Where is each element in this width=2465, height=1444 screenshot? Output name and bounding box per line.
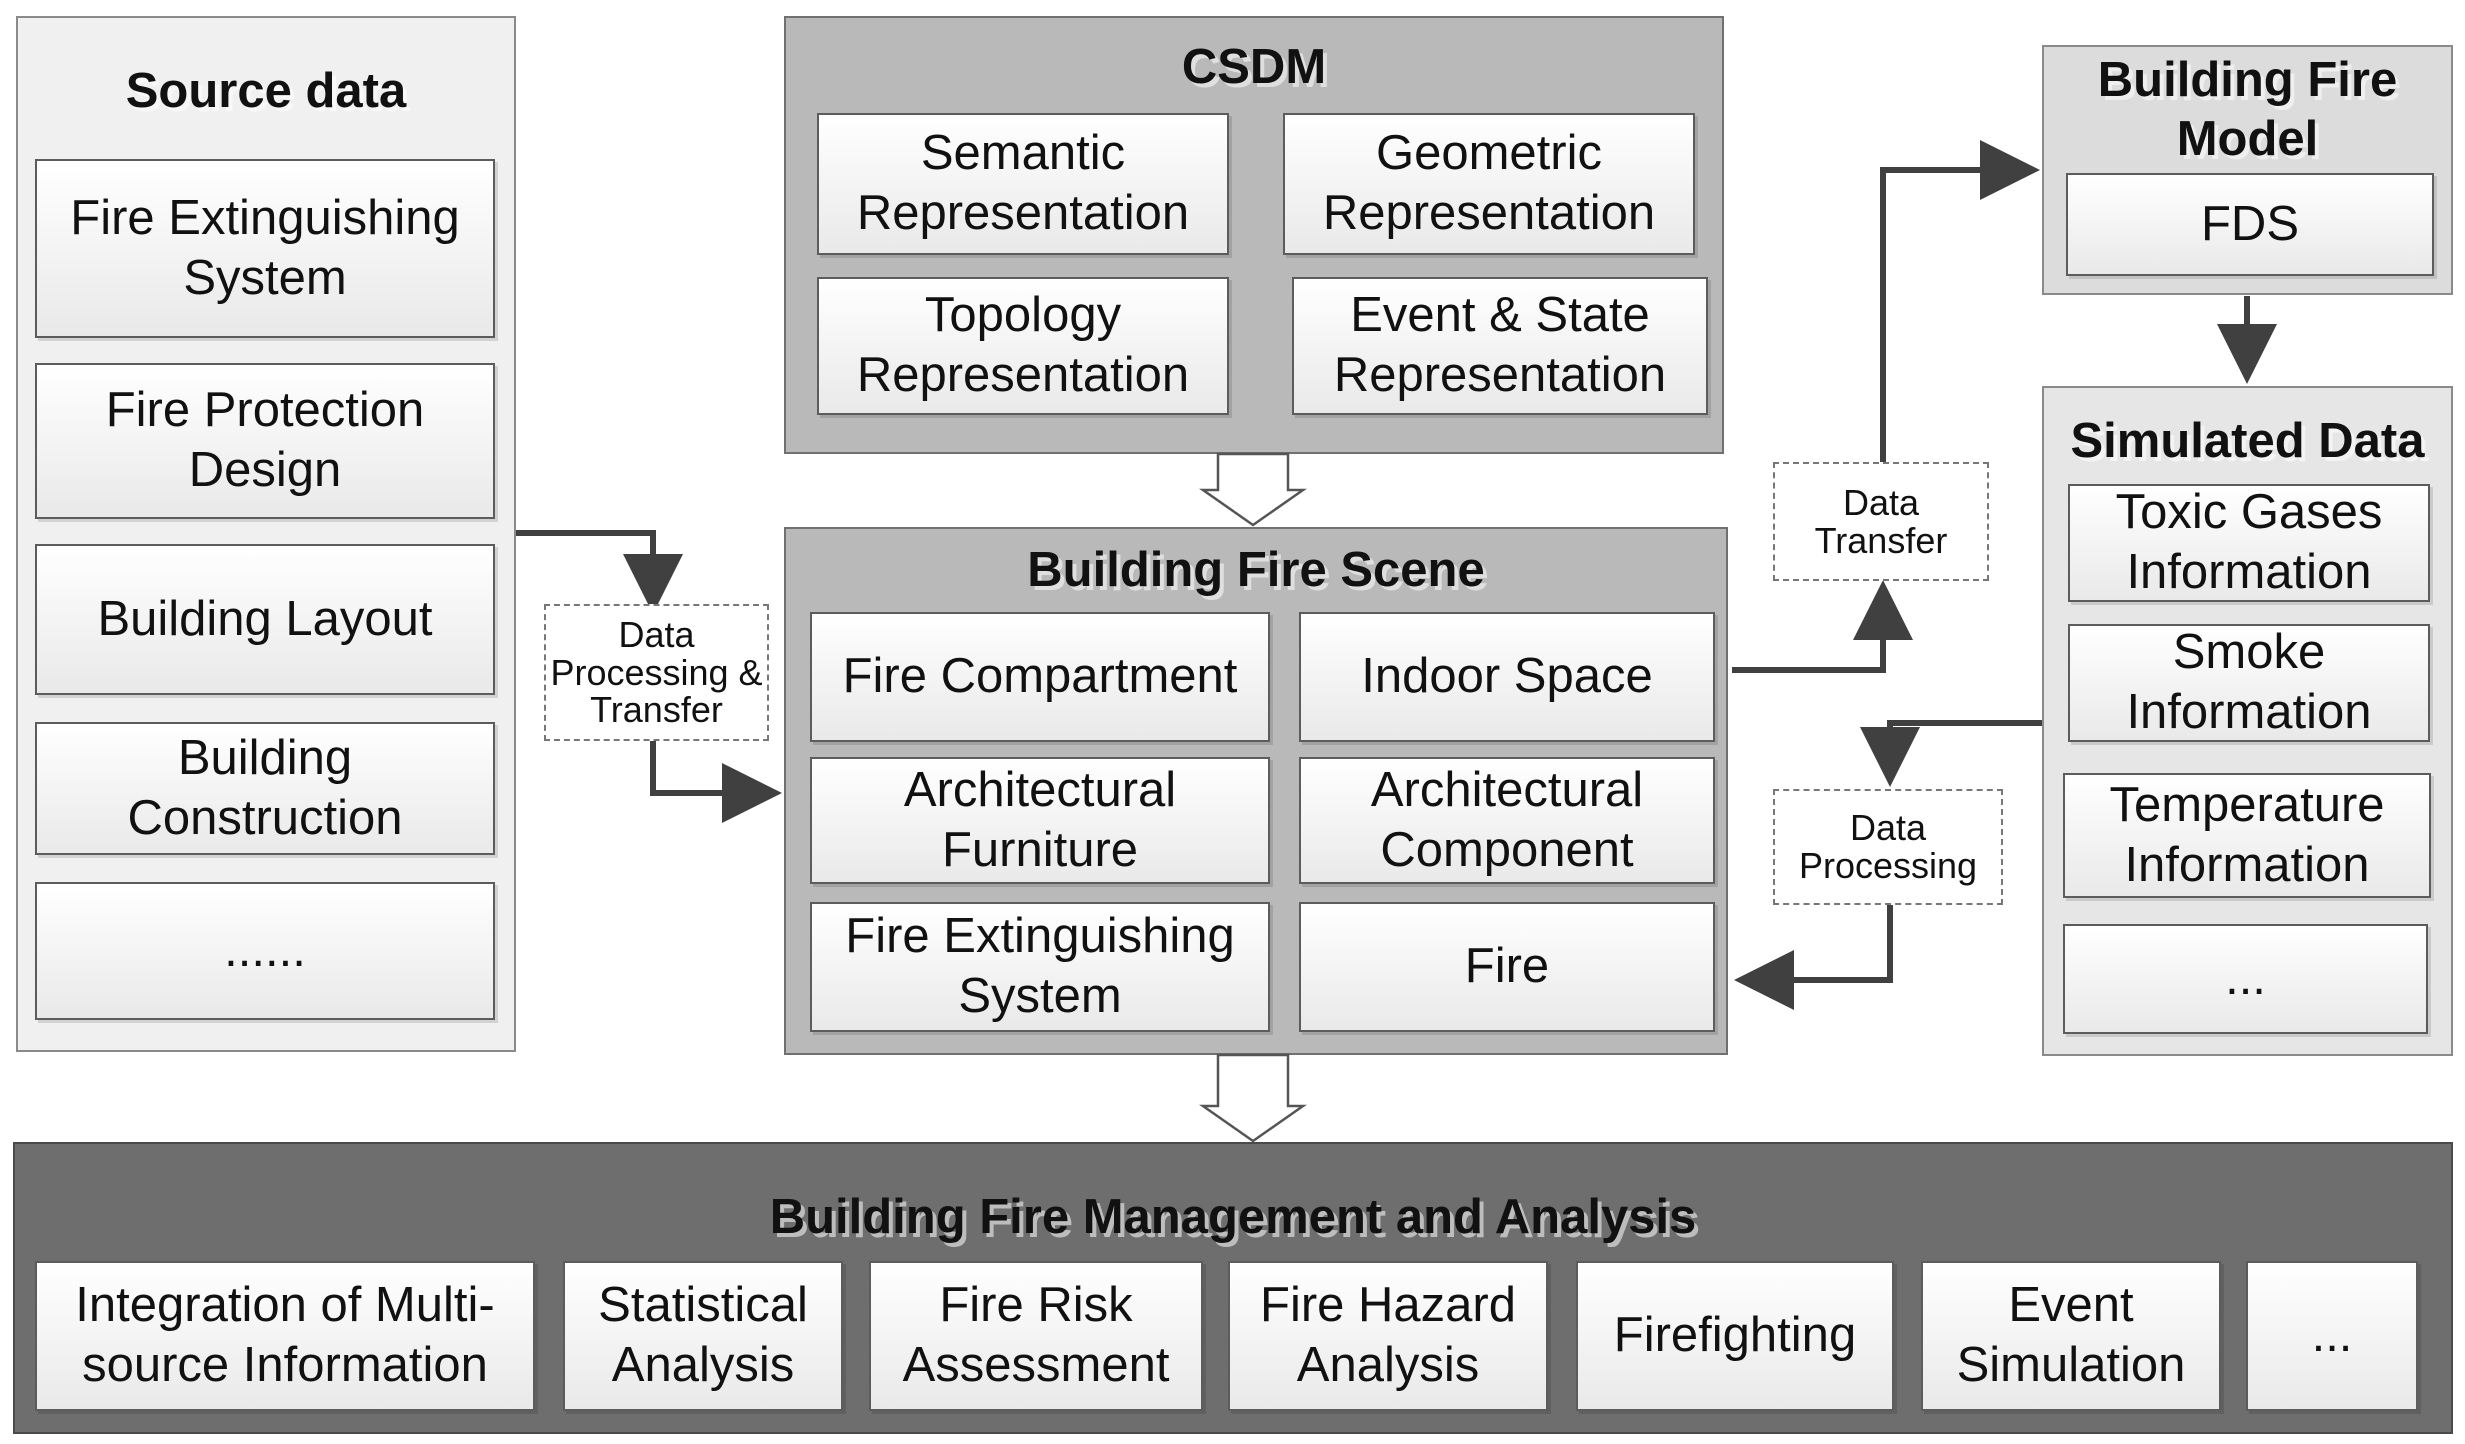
scene-item-fire-extinguishing-system: Fire Extinguishing System	[810, 902, 1270, 1032]
source-item-building-construction: Building Construction	[35, 722, 495, 855]
source-item-more: ......	[35, 882, 495, 1020]
hollow-arrow-csdm-to-scene	[1199, 452, 1307, 527]
scene-title: Building Fire Scene	[1027, 543, 1485, 597]
management-item-integration: Integration of Multi-source Information	[35, 1261, 535, 1411]
arrow-scene-to-transfer	[1732, 580, 1913, 673]
management-title: Building Fire Management and Analysis	[769, 1190, 1697, 1244]
csdm-item-geometric: Geometric Representation	[1283, 113, 1695, 255]
source-item-building-layout: Building Layout	[35, 544, 495, 695]
scene-item-architectural-component: Architectural Component	[1299, 757, 1715, 884]
csdm-item-event-state: Event & State Representation	[1292, 277, 1708, 415]
simulated-item-toxic-gases: Toxic Gases Information	[2068, 484, 2430, 602]
management-item-statistical: Statistical Analysis	[563, 1261, 843, 1411]
fire-model-item-fds: FDS	[2066, 173, 2434, 276]
management-item-firefighting: Firefighting	[1576, 1261, 1894, 1411]
label-data-processing-transfer: Data Processing & Transfer	[544, 604, 769, 741]
management-item-event-simulation: Event Simulation	[1921, 1261, 2221, 1411]
csdm-item-semantic: Semantic Representation	[817, 113, 1229, 255]
source-data-title: Source data	[125, 64, 407, 118]
source-item-fire-protection-design: Fire Protection Design	[35, 363, 495, 519]
source-item-fire-extinguishing-system: Fire Extinguishing System	[35, 159, 495, 338]
simulated-item-more: ...	[2063, 924, 2428, 1034]
fire-model-title: Building Fire Model	[2097, 53, 2398, 166]
simulated-item-smoke: Smoke Information	[2068, 624, 2430, 742]
simulated-item-temperature: Temperature Information	[2063, 773, 2431, 898]
scene-item-indoor-space: Indoor Space	[1299, 612, 1715, 742]
management-item-hazard: Fire Hazard Analysis	[1228, 1261, 1548, 1411]
csdm-title: CSDM	[1181, 40, 1327, 94]
arrow-simulated-to-processing	[1860, 720, 2042, 787]
management-item-risk: Fire Risk Assessment	[869, 1261, 1203, 1411]
arrow-source-to-processing	[516, 530, 683, 614]
scene-item-fire: Fire	[1299, 902, 1715, 1032]
arrow-processing-to-scene	[650, 741, 782, 823]
arrow-transfer-to-model	[1880, 140, 2040, 462]
label-data-transfer: Data Transfer	[1773, 462, 1989, 581]
csdm-item-topology: Topology Representation	[817, 277, 1229, 415]
label-data-processing: Data Processing	[1773, 789, 2003, 905]
hollow-arrow-scene-to-management	[1199, 1053, 1307, 1143]
management-item-more: ...	[2246, 1261, 2418, 1411]
scene-item-fire-compartment: Fire Compartment	[810, 612, 1270, 742]
scene-item-architectural-furniture: Architectural Furniture	[810, 757, 1270, 884]
arrow-processing-to-scene-fire	[1734, 905, 1893, 1010]
simulated-data-title: Simulated Data	[2070, 414, 2425, 468]
